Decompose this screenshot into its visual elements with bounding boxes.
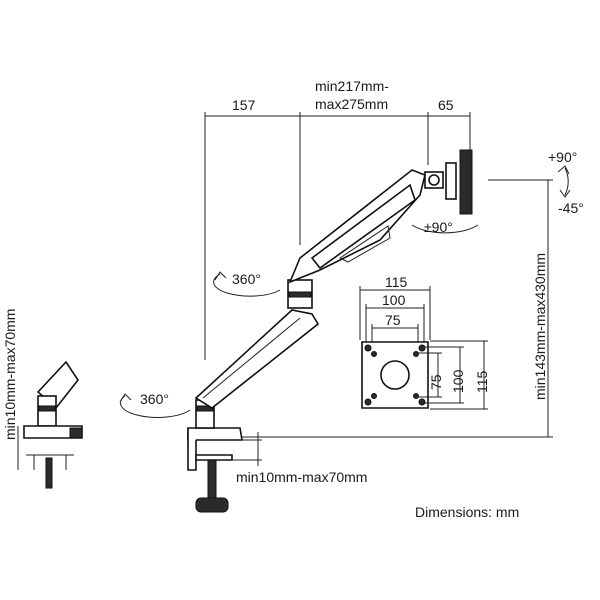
swivel-lower-label: 360° <box>140 391 169 407</box>
dim-157-label: 157 <box>232 97 256 113</box>
tilt-up-label: +90° <box>548 149 577 165</box>
vesa-center-hole <box>380 360 410 390</box>
tilt-arrow-up <box>557 165 570 175</box>
upper-arm-cover <box>339 225 391 263</box>
lower-arm-edge <box>202 317 301 399</box>
height-range-label: min143mm-max430mm <box>532 253 548 400</box>
vesa-75-h-label: 75 <box>385 312 401 328</box>
side-joint-ring <box>38 405 56 412</box>
vesa-plate-side <box>459 149 473 215</box>
side-clamp-label: min10mm-max70mm <box>2 309 18 440</box>
vesa-115-h-label: 115 <box>385 274 408 290</box>
dim-65-label: 65 <box>438 97 454 113</box>
swivel-lower-arrow <box>119 393 132 403</box>
swivel-lower-indicator: 360° <box>119 391 191 418</box>
height-dimension-group: min143mm-max430mm <box>240 179 553 438</box>
reach-label-line2: max275mm <box>315 96 388 112</box>
vesa-hole-tr-inner <box>413 351 419 357</box>
swivel-upper-arrow <box>214 271 227 281</box>
clamp-main-label: min10mm-max70mm <box>236 469 367 485</box>
reach-label-line1: min217mm- <box>315 78 389 94</box>
rotate-indicator: ±90° <box>411 219 479 235</box>
tilt-down-label: -45° <box>558 200 584 216</box>
clamp-dimension-main: min10mm-max70mm <box>232 432 367 485</box>
vesa-75-v-label: 75 <box>428 374 444 390</box>
tilt-knob <box>428 174 440 186</box>
vesa-hole-bl-inner <box>371 393 377 399</box>
vesa-115-v-label: 115 <box>474 370 490 393</box>
vesa-hole-tr-outer <box>418 344 426 352</box>
vesa-hole-tl-inner <box>371 351 377 357</box>
lower-arm <box>194 309 320 409</box>
swivel-upper-label: 360° <box>232 271 261 287</box>
side-clamp-cap <box>69 427 83 439</box>
side-clamp-screw <box>45 457 53 489</box>
lower-joint-ring <box>196 405 214 412</box>
swivel-upper-arc <box>213 273 281 297</box>
vesa-100-v-label: 100 <box>450 369 466 393</box>
tilt-arc <box>564 167 569 196</box>
vesa-plate-detail: 115 100 75 75 100 115 <box>359 274 490 410</box>
vesa-hole-bl-outer <box>364 398 372 406</box>
vesa-100-h-label: 100 <box>382 292 406 308</box>
clamp-top-plate <box>187 427 243 441</box>
clamp-screw <box>207 459 217 501</box>
rotate-label: ±90° <box>424 219 453 235</box>
vesa-bracket <box>445 162 457 200</box>
tilt-indicator: +90° -45° <box>548 149 584 216</box>
rotate-arc <box>411 224 479 234</box>
clamp-knob <box>195 497 229 513</box>
vesa-hole-br-outer <box>418 398 426 406</box>
vesa-hole-tl-outer <box>364 344 372 352</box>
swivel-upper-indicator: 360° <box>213 271 281 297</box>
vesa-hole-br-inner <box>413 393 419 399</box>
tilt-arrow-down <box>559 189 571 198</box>
monitor-arm <box>187 149 473 513</box>
clamp-lower-jaw <box>195 454 233 461</box>
top-dimension-group: 157 min217mm- max275mm 65 <box>204 78 471 360</box>
dimensions-note: Dimensions: mm <box>415 504 519 520</box>
upper-arm-spring <box>310 183 416 270</box>
side-clamp-view: min10mm-max70mm <box>2 309 83 489</box>
middle-joint-ring <box>288 291 312 298</box>
